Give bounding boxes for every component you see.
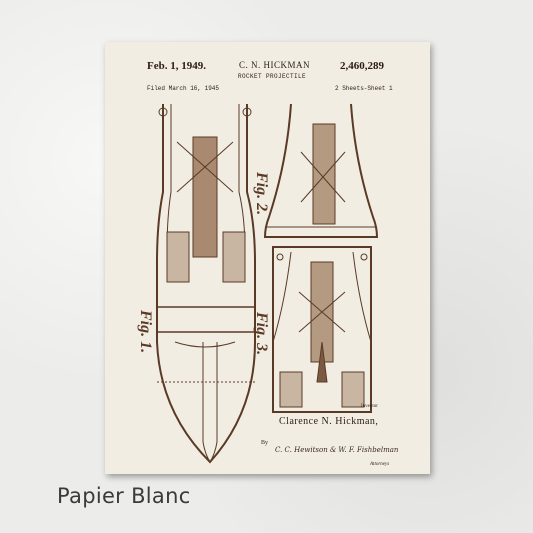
rocket-drawing: Fig. 1. Fig. 2. Fig. 3.	[137, 103, 379, 464]
inventor-signature: Clarence N. Hickman,	[279, 416, 379, 427]
figure-2-label: Fig. 2.	[253, 171, 270, 215]
figure-1-label: Fig. 1.	[137, 309, 154, 353]
caption-label: Papier Blanc	[57, 484, 191, 508]
patent-filed: Filed March 16, 1945	[147, 85, 220, 92]
patent-inventor-header: C. N. HICKMAN	[239, 60, 311, 70]
patent-title: ROCKET PROJECTILE	[238, 73, 307, 80]
figure-3-label: Fig. 3.	[253, 311, 270, 355]
figure-3-detail	[272, 246, 372, 413]
inventor-label: Inventor	[361, 404, 378, 409]
patent-date: Feb. 1, 1949.	[147, 60, 206, 72]
attorney-signature: C. C. Hewitson & W. F. Fishbelman	[275, 446, 399, 454]
patent-number: 2,460,289	[340, 60, 384, 72]
patent-sheets: 2 Sheets-Sheet 1	[335, 85, 393, 92]
attorneys-label: Attorneys	[370, 462, 390, 467]
by-label: By	[261, 440, 269, 446]
figure-1-rocket-body	[156, 104, 256, 464]
patent-print: Feb. 1, 1949. C. N. HICKMAN 2,460,289 RO…	[105, 42, 430, 474]
figure-2-detail	[263, 103, 379, 238]
